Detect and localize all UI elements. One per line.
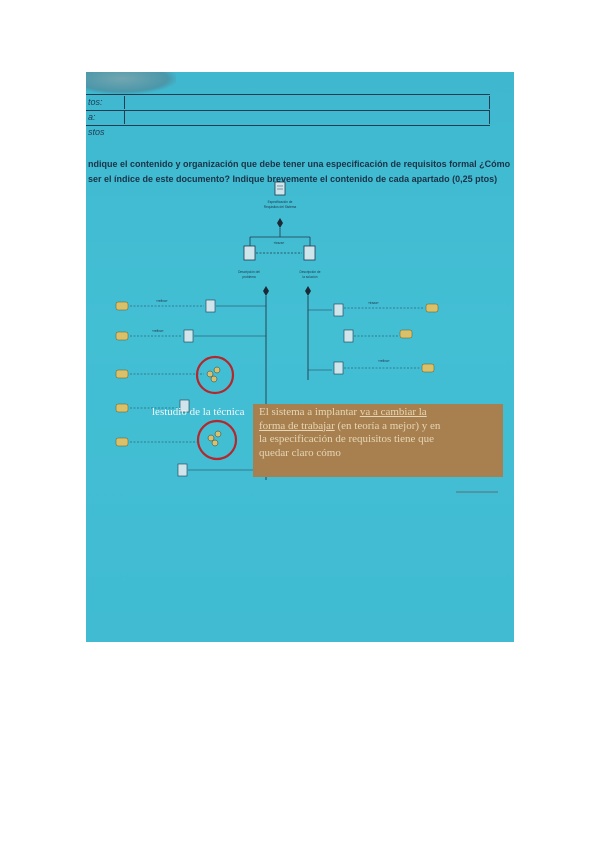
question-line: ndique el contenido y organización que d… [88, 159, 511, 169]
form-field [124, 96, 490, 109]
root-label-2: Requisitos del Sistema [264, 205, 297, 209]
note-text: quedar claro cómo [259, 446, 341, 459]
form-label: stos [88, 127, 105, 137]
photographed-page [86, 72, 514, 642]
solution-doc-icon [303, 245, 316, 261]
red-circle-mark [196, 419, 238, 461]
left-branch-nodes: «refina» «refina» [115, 299, 266, 477]
note-text: (en teoría a mejor) y en [334, 419, 441, 432]
note-text: la especificación de requisitos tiene qu… [259, 433, 435, 445]
exam-header-form: tos: a: stos [86, 96, 490, 140]
question-text: ndique el contenido y organización que d… [88, 157, 512, 187]
note-underlined-text: forma de trabajar [259, 419, 335, 432]
left-title-1: Descripción del [238, 270, 260, 274]
finger-shadow [86, 72, 176, 94]
left-title-2: problema [242, 275, 256, 279]
problem-doc-icon [243, 245, 256, 261]
note-underlined-text: va a cambiar la [359, 406, 427, 418]
stereotype-label: «traza» [368, 301, 379, 305]
stereotype-label: «refina» [152, 329, 164, 333]
stereotype-label: «refina» [378, 359, 390, 363]
composition-diamond [277, 218, 283, 228]
right-title-2: la solución [302, 275, 317, 279]
stereotype-label: «refina» [156, 299, 168, 303]
root-label-1: Especificación de [268, 200, 293, 204]
requirements-structure-diagram: Especificación de Requisitos del Sistema… [115, 181, 498, 493]
sticky-note: El sistema a implantar va a cambiar la f… [253, 404, 503, 477]
form-row: a: [86, 111, 490, 126]
root-document-icon [274, 181, 286, 196]
right-title-1: Descripción de [299, 270, 320, 274]
edge-label: «traza» [274, 241, 285, 245]
form-label: a: [88, 112, 96, 122]
note-text: El sistema a implantar [259, 406, 360, 418]
right-branch-nodes: «traza» «refina» [308, 301, 439, 375]
red-circle-mark [195, 355, 235, 395]
question-line: ser el índice de este documento? Indique… [88, 174, 498, 184]
form-field [124, 111, 490, 124]
form-top-border [86, 94, 490, 95]
form-label: tos: [88, 97, 103, 107]
form-row: stos [86, 126, 490, 140]
handwritten-annotation: lestudio de la técnica [152, 406, 245, 418]
form-row: tos: [86, 96, 490, 111]
